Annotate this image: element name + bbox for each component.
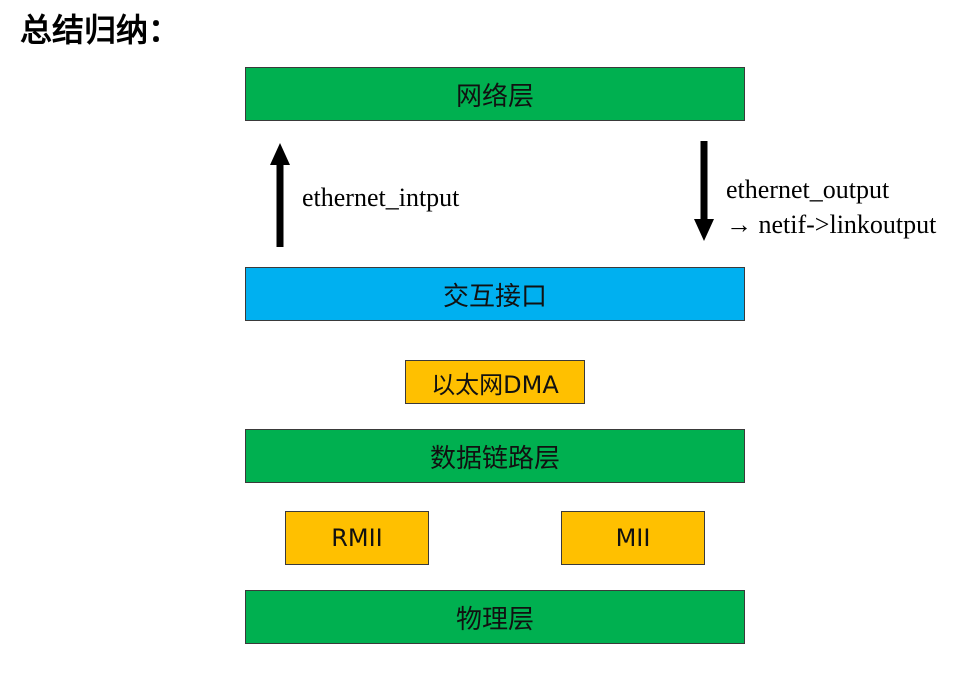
datalink-layer: 数据链路层 — [245, 429, 745, 483]
ethernet-dma-label: 以太网DMA — [431, 370, 559, 399]
ethernet-output-label: ethernet_output — [726, 175, 890, 204]
physical-layer: 物理层 — [245, 590, 745, 644]
interface-layer-label: 交互接口 — [442, 281, 547, 312]
mii-label: MII — [615, 524, 651, 552]
netif-linkoutput-label: → netif->linkoutput — [726, 210, 937, 239]
ethernet-input-label: ethernet_intput — [302, 183, 460, 212]
down-arrow-icon — [694, 141, 714, 241]
page-title: 总结归纳： — [20, 11, 181, 49]
network-layer-label: 网络层 — [455, 81, 534, 112]
interaction-interface-layer: 交互接口 — [245, 267, 745, 321]
network-layer: 网络层 — [245, 67, 745, 121]
rmii-label: RMII — [331, 524, 383, 552]
mii-box: MII — [561, 511, 705, 565]
ethernet-dma-box: 以太网DMA — [405, 360, 585, 404]
physical-layer-label: 物理层 — [455, 604, 534, 635]
datalink-layer-label: 数据链路层 — [429, 443, 560, 474]
rmii-box: RMII — [285, 511, 429, 565]
up-arrow-icon — [270, 143, 290, 247]
